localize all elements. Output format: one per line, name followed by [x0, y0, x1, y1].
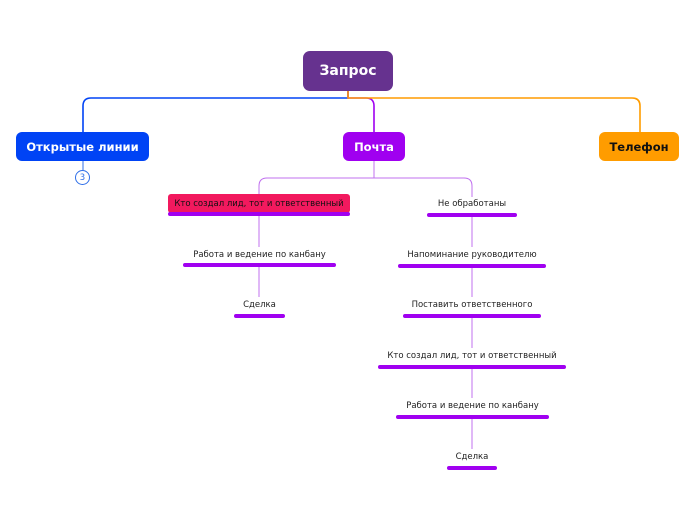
topic-label: Кто создал лид, тот и ответственный	[387, 350, 557, 361]
topic-underline	[183, 263, 336, 267]
collapsed-children-badge[interactable]: 3	[75, 170, 90, 185]
connector-mail-split	[258, 161, 473, 197]
branch-mail-label: Почта	[354, 139, 394, 154]
mail-right-topic-4[interactable]: Кто создал лид, тот и ответственный	[378, 348, 566, 369]
branch-open-lines-label: Открытые линии	[26, 139, 139, 154]
mail-right-topic-6[interactable]: Сделка	[447, 449, 497, 470]
mail-left-topic-3[interactable]: Сделка	[234, 297, 285, 318]
branch-open-lines[interactable]: Открытые линии	[16, 132, 149, 161]
topic-underline	[403, 314, 541, 318]
topic-label: Поставить ответственного	[411, 299, 533, 310]
topic-underline	[396, 415, 549, 419]
topic-label: Напоминание руководителю	[407, 249, 537, 260]
topic-underline	[398, 264, 546, 268]
mail-left-topic-2[interactable]: Работа и ведение по канбану	[183, 247, 336, 267]
branch-mail[interactable]: Почта	[343, 132, 405, 161]
topic-underline	[168, 212, 350, 216]
topic-underline	[427, 213, 517, 217]
collapsed-children-count: 3	[79, 172, 86, 183]
mail-right-topic-3[interactable]: Поставить ответственного	[403, 297, 541, 318]
connector-root-phone	[347, 91, 641, 132]
topic-underline	[234, 314, 285, 318]
mail-right-topic-5[interactable]: Работа и ведение по канбану	[396, 398, 549, 419]
topic-label: Кто создал лид, тот и ответственный	[174, 198, 344, 209]
mail-left-topic-1[interactable]: Кто создал лид, тот и ответственный	[168, 194, 350, 216]
topic-label: Не обработаны	[437, 198, 507, 209]
topic-label: Сделка	[455, 451, 489, 462]
topic-underline	[378, 365, 566, 369]
branch-phone-label: Телефон	[609, 139, 669, 154]
mail-right-topic-1[interactable]: Не обработаны	[427, 196, 517, 217]
connector-root-mail	[347, 91, 375, 132]
topic-underline	[447, 466, 497, 470]
topic-label: Сделка	[243, 299, 276, 310]
connector-root-open-lines	[82, 91, 349, 132]
branch-phone[interactable]: Телефон	[599, 132, 679, 161]
root-node[interactable]: Запрос	[303, 51, 393, 91]
mail-right-topic-2[interactable]: Напоминание руководителю	[398, 247, 546, 268]
root-node-label: Запрос	[319, 63, 377, 79]
topic-label: Работа и ведение по канбану	[193, 249, 326, 260]
topic-label: Работа и ведение по канбану	[406, 400, 539, 411]
